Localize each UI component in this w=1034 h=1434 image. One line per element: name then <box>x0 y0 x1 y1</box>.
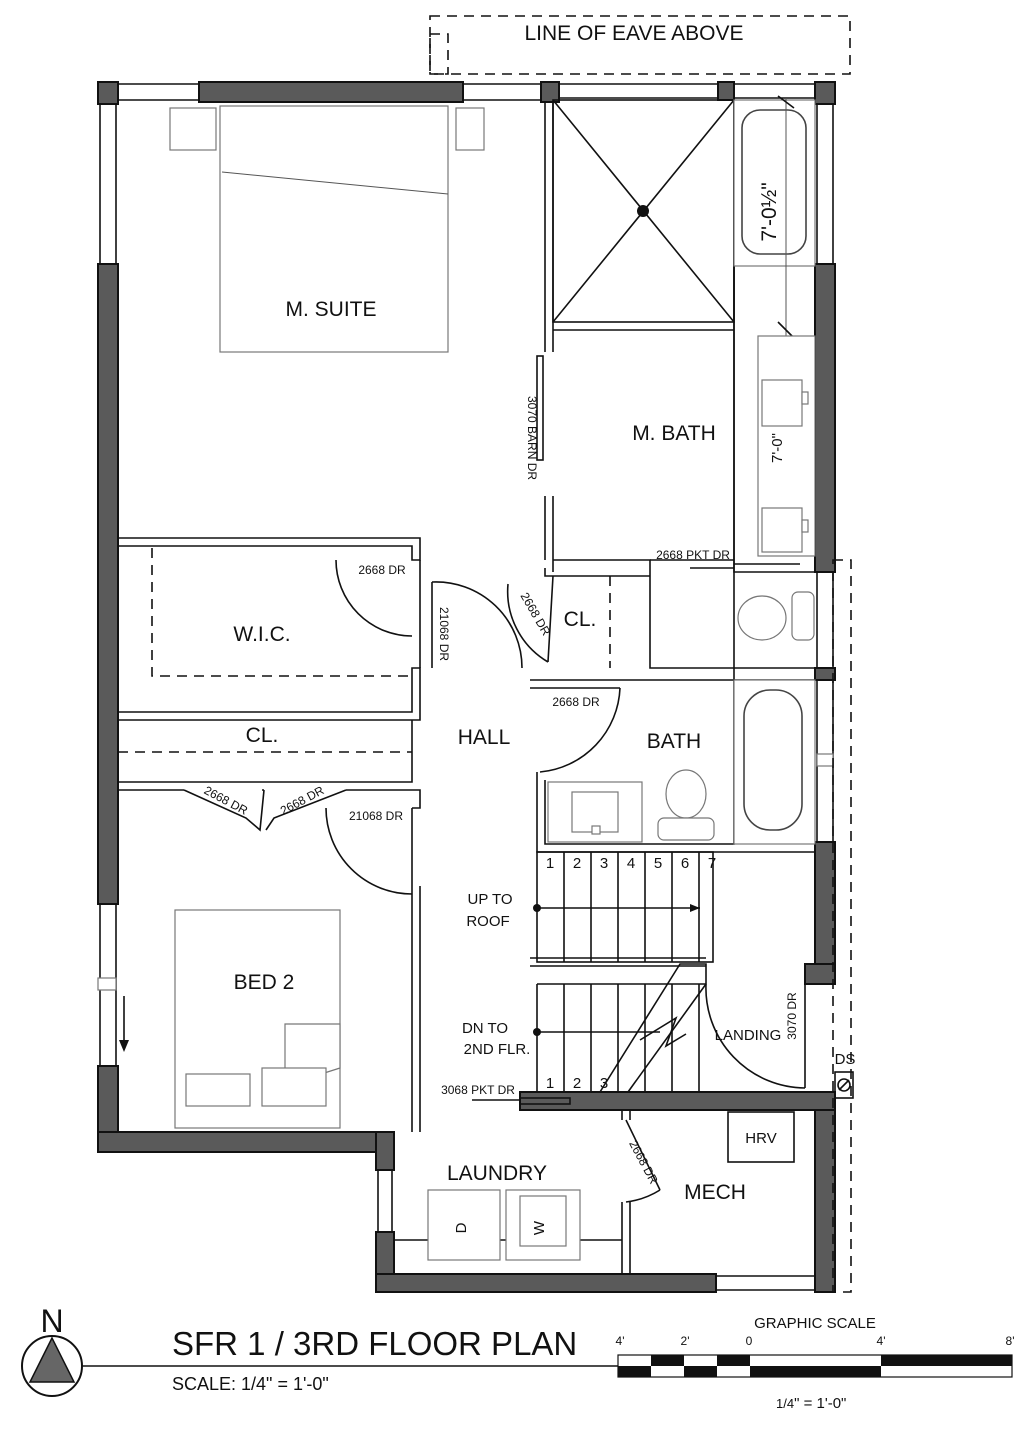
label-door-landing: 3070 DR <box>785 992 799 1040</box>
label-door-bath: 2668 DR <box>552 695 600 709</box>
stair-up-6: 6 <box>681 855 689 872</box>
title-block: SFR 1 / 3RD FLOOR PLAN SCALE: 1/4" = 1'-… <box>82 1325 618 1394</box>
label-pkt-door-laundry: 3068 PKT DR <box>441 1083 515 1097</box>
stair-up-5: 5 <box>654 855 662 872</box>
hrv-label: HRV <box>745 1130 776 1147</box>
stair-dn-3: 3 <box>600 1075 608 1092</box>
plan-scale-note: SCALE: 1/4" = 1'-0" <box>172 1374 329 1394</box>
bath-tub <box>733 679 816 845</box>
windows <box>97 83 852 1293</box>
scale-tick-4-left: 4' <box>616 1334 625 1348</box>
room-closet-left: CL. <box>246 724 279 747</box>
room-m-bath: M. BATH <box>632 422 716 445</box>
stair-dn-2: 2 <box>573 1075 581 1092</box>
eave-label: LINE OF EAVE ABOVE <box>524 22 743 45</box>
scale-ratio: 1/4" = 1'-0" <box>776 1395 846 1412</box>
label-door-mech: 2668 DR <box>626 1138 661 1187</box>
doors <box>183 355 806 1203</box>
room-mech: MECH <box>684 1181 746 1204</box>
graphic-scale-heading: GRAPHIC SCALE <box>754 1315 876 1332</box>
scale-tick-8: 8' <box>1006 1334 1015 1348</box>
room-closet-hall: CL. <box>564 608 597 631</box>
north-label: N <box>40 1303 63 1339</box>
stair-up-2: 2 <box>573 855 581 872</box>
scale-tick-0: 0 <box>746 1334 753 1348</box>
master-vanity <box>757 335 816 557</box>
label-pkt-door-bath: 2668 PKT DR <box>656 548 730 562</box>
room-labels: M. SUITE M. BATH W.I.C. CL. CL. HALL BAT… <box>233 298 781 1204</box>
exterior-walls <box>97 81 836 1293</box>
downspout <box>834 1071 854 1099</box>
laundry-appliances <box>427 1189 581 1261</box>
north-arrow: N <box>21 1303 83 1397</box>
stair-up-3: 3 <box>600 855 608 872</box>
label-dn-1: DN TO <box>462 1020 508 1037</box>
label-barn-door: 3070 BARN DR <box>525 396 539 480</box>
master-shower <box>552 99 735 331</box>
master-tub <box>733 95 816 339</box>
annotations: 7'-0½" 7'-0" 3070 BARN DR 2668 PKT DR 26… <box>202 182 856 1235</box>
label-door-bed2: 21068 DR <box>349 809 403 823</box>
plan-title: SFR 1 / 3RD FLOOR PLAN <box>172 1325 577 1362</box>
dim-vanity: 7'-0" <box>769 433 786 463</box>
scale-tick-2: 2' <box>681 1334 690 1348</box>
bath-vanity <box>547 769 715 843</box>
label-ds: DS <box>835 1051 856 1068</box>
stairs: 1 2 3 4 5 6 7 1 2 3 <box>530 851 716 1093</box>
closet-dashes <box>118 548 611 753</box>
label-door-wic: 2668 DR <box>358 563 406 577</box>
stair-up-7: 7 <box>708 855 716 872</box>
label-dn-2: 2ND FLR. <box>464 1041 531 1058</box>
room-bed-2: BED 2 <box>234 971 295 994</box>
stair-dn-1: 1 <box>546 1075 554 1092</box>
label-door-cl-hall: 2668 DR <box>518 590 554 638</box>
bed-2 <box>119 909 341 1129</box>
interior-walls <box>118 100 816 1274</box>
room-wic: W.I.C. <box>233 623 290 646</box>
hrv-unit: HRV <box>727 1111 795 1163</box>
room-laundry: LAUNDRY <box>447 1162 547 1185</box>
room-landing: LANDING <box>715 1027 782 1044</box>
master-bed <box>169 105 485 353</box>
dim-tub: 7'-0½" <box>758 182 781 241</box>
label-up-roof-1: UP TO <box>467 891 512 908</box>
label-door-wic-double: 21068 DR <box>437 607 451 661</box>
label-up-roof-2: ROOF <box>466 913 509 930</box>
scale-tick-4-right: 4' <box>877 1334 886 1348</box>
stair-up-4: 4 <box>627 855 635 872</box>
graphic-scale: GRAPHIC SCALE 4' 2' 0 4' 8' 1/4" = 1'-0" <box>616 1315 1015 1412</box>
room-bath: BATH <box>647 730 701 753</box>
room-hall: HALL <box>458 726 511 749</box>
stair-up-1: 1 <box>546 855 554 872</box>
room-m-suite: M. SUITE <box>285 298 376 321</box>
label-washer: W <box>531 1220 548 1235</box>
eave-line: LINE OF EAVE ABOVE <box>429 15 851 75</box>
label-dryer: D <box>453 1222 470 1233</box>
master-toilet <box>737 591 815 641</box>
